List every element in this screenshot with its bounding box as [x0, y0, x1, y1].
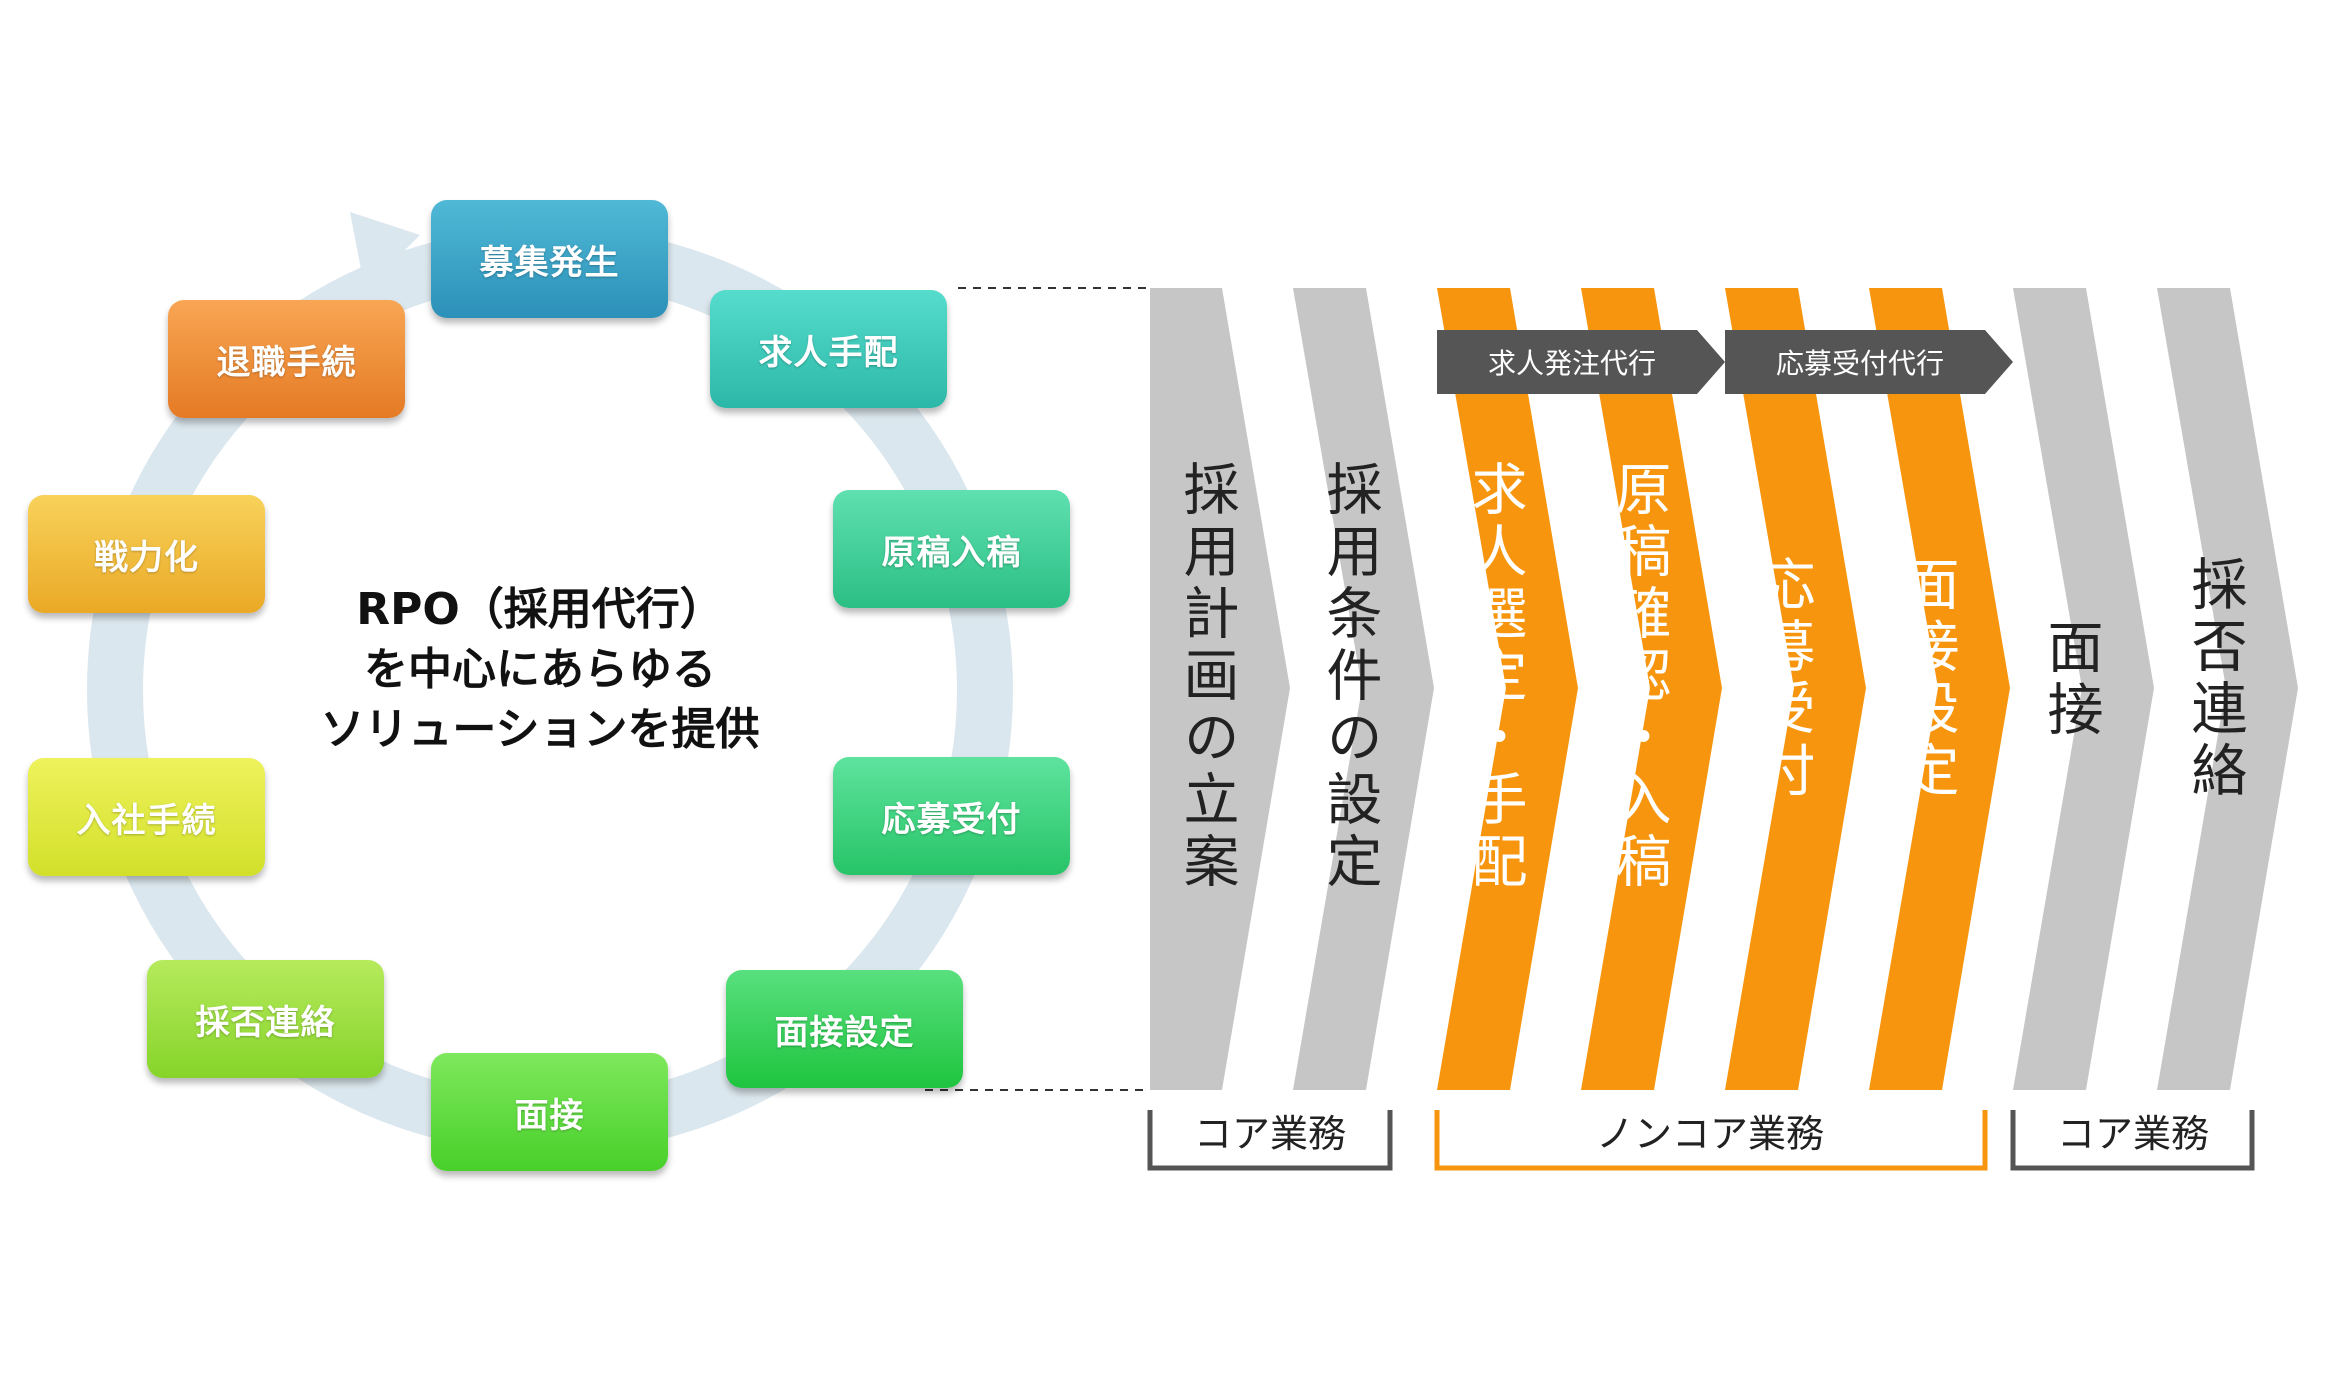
cycle-step-empowerment: 戦力化 [28, 495, 265, 613]
chevron-step-3 [1437, 288, 1578, 1090]
chevron-step-2 [1293, 288, 1434, 1090]
chevron-step-5 [1725, 288, 1866, 1090]
process-step-label-1: 採用計画の立案 [1174, 460, 1239, 894]
service-tag-application-reception: 応募受付代行 [1775, 347, 1944, 380]
chevron-step-6 [1869, 288, 2010, 1090]
cycle-arrow-head [350, 212, 420, 290]
center-title: RPO（採用代行） を中心にあらゆる ソリューションを提供 [240, 580, 840, 760]
group-label-core-right: コア業務 [2033, 1100, 2233, 1160]
process-step-label-6: 面接設定 [1894, 555, 1959, 803]
process-step-label-8: 採否連絡 [2182, 555, 2247, 803]
process-step-label-4: 原稿確認・入稿 [1606, 460, 1671, 894]
cycle-step-interview-setting: 面接設定 [726, 970, 963, 1088]
bracket-core-right [2010, 1110, 2255, 1171]
service-tag-arrow-2 [1725, 330, 2013, 394]
group-label-core-left: コア業務 [1170, 1100, 1370, 1160]
chevron-step-7 [2013, 288, 2154, 1090]
cycle-step-recruit-start: 募集発生 [431, 200, 668, 318]
cycle-step-interview: 面接 [431, 1053, 668, 1171]
chevron-step-4 [1581, 288, 1722, 1090]
center-title-line-1: RPO（採用代行） [356, 584, 724, 635]
chevron-step-8 [2157, 288, 2298, 1090]
process-step-label-7: 面接 [2038, 618, 2103, 742]
cycle-step-result-notice: 採否連絡 [147, 960, 384, 1078]
cycle-step-job-arrangement: 求人手配 [710, 290, 947, 408]
service-tag-arrow-1 [1437, 330, 1725, 394]
process-step-label-3: 求人選定・手配 [1462, 460, 1527, 894]
cycle-step-onboarding: 入社手続 [28, 758, 265, 876]
process-step-label-5: 応募受付 [1750, 555, 1815, 803]
cycle-step-manuscript-submission: 原稿入稿 [833, 490, 1070, 608]
group-label-noncore: ノンコア業務 [1560, 1100, 1860, 1160]
bracket-noncore [1434, 1110, 1988, 1171]
chevron-step-1 [1150, 288, 1290, 1090]
bracket-core-left [1147, 1110, 1393, 1171]
center-title-line-3: ソリューションを提供 [320, 704, 760, 755]
process-step-label-2: 採用条件の設定 [1317, 460, 1382, 894]
center-title-line-2: を中心にあらゆる [364, 644, 716, 695]
cycle-step-resignation: 退職手続 [168, 300, 405, 418]
service-tag-job-ordering: 求人発注代行 [1487, 347, 1656, 380]
cycle-step-application-reception: 応募受付 [833, 757, 1070, 875]
